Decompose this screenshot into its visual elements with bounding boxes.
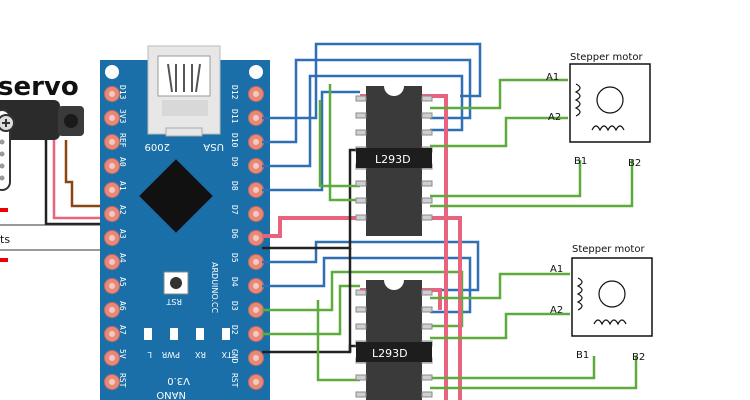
pin-label-gnd: GND — [230, 349, 239, 364]
pin-label-d12: D12 — [230, 85, 239, 100]
l293d-driver-1: L293D — [355, 86, 433, 236]
pin-label-d9: D9 — [230, 157, 239, 167]
led-row: L PWR RX TX — [144, 328, 233, 359]
pin-label-rst: RST — [118, 373, 127, 388]
version-label: V3.0 — [167, 375, 190, 386]
pin-label-a6: A6 — [118, 301, 127, 311]
pin-label-5v: 5V — [118, 349, 127, 359]
motor-2-pin-a2: A2 — [550, 305, 563, 316]
driver-2-body — [366, 280, 422, 400]
pin-label-d3: D3 — [230, 301, 239, 311]
stepper-motor-2: Stepper motor A1 A2 B1 B2 — [550, 244, 653, 363]
led-label-tx: TX — [221, 350, 233, 359]
motor-2-pin-a1: A1 — [550, 264, 563, 275]
pin-label-d2: D2 — [230, 325, 239, 335]
motor-2-title: Stepper motor — [572, 244, 645, 255]
pin-label-d10: D10 — [230, 133, 239, 148]
microcontroller-chip — [139, 159, 213, 233]
pin-label-d8: D8 — [230, 181, 239, 191]
led-label-l: L — [147, 350, 152, 359]
motor-2-pin-b2: B2 — [632, 352, 645, 363]
motor-1-pin-a2: A2 — [548, 112, 561, 123]
led-label-pwr: PWR — [161, 350, 180, 359]
servo-title: servo — [0, 72, 79, 102]
led-label-rx: RX — [194, 350, 206, 359]
pin-label-a5: A5 — [118, 277, 127, 287]
pin-label-a4: A4 — [118, 253, 127, 263]
motor-2-rotor — [598, 280, 626, 308]
arduino-nano: 2009 USA RST ARDUINO.CC NANO V3.0 L PWR … — [100, 45, 270, 400]
pin-label-d11: D11 — [230, 109, 239, 124]
pin-label-d13: D13 — [118, 85, 127, 100]
pin-label-d6: D6 — [230, 229, 239, 239]
pin-label-a2: A2 — [118, 205, 127, 215]
pin-label-3v3: 3V3 — [118, 109, 127, 124]
model-label: NANO — [156, 389, 186, 400]
pin-label-d4: D4 — [230, 277, 239, 287]
motor-1-pin-a1: A1 — [546, 72, 559, 83]
pin-label-d7: D7 — [230, 205, 239, 215]
servo-side-label: ts — [0, 233, 10, 246]
motor-1-pin-b2: B2 — [628, 158, 641, 169]
usb-right-label: USA — [203, 141, 224, 152]
stepper-motor-1: Stepper motor A1 A2 B1 B2 — [546, 52, 651, 169]
reset-label: RST — [166, 297, 182, 306]
servo-body — [0, 100, 60, 140]
pin-label-a7: A7 — [118, 325, 127, 335]
brand-label: ARDUINO.CC — [210, 262, 219, 313]
pin-label-a1: A1 — [118, 181, 127, 191]
driver-2-label: L293D — [372, 347, 408, 360]
pin-label-a3: A3 — [118, 229, 127, 239]
pin-label-a0: A0 — [118, 157, 127, 167]
servo-mount-hole — [64, 114, 78, 128]
driver-1-label: L293D — [375, 153, 411, 166]
motor-2-pin-b1: B1 — [576, 350, 589, 361]
pin-label-rst: RST — [230, 373, 239, 388]
pin-label-ref: REF — [118, 133, 127, 148]
l293d-driver-2: L293D — [355, 280, 433, 400]
usb-left-label: 2009 — [145, 141, 170, 152]
servo: servo ts — [0, 72, 100, 262]
motor-1-title: Stepper motor — [570, 52, 643, 63]
pin-label-d5: D5 — [230, 253, 239, 263]
motor-1-pin-b1: B1 — [574, 156, 587, 167]
motor-1-rotor — [596, 86, 624, 114]
